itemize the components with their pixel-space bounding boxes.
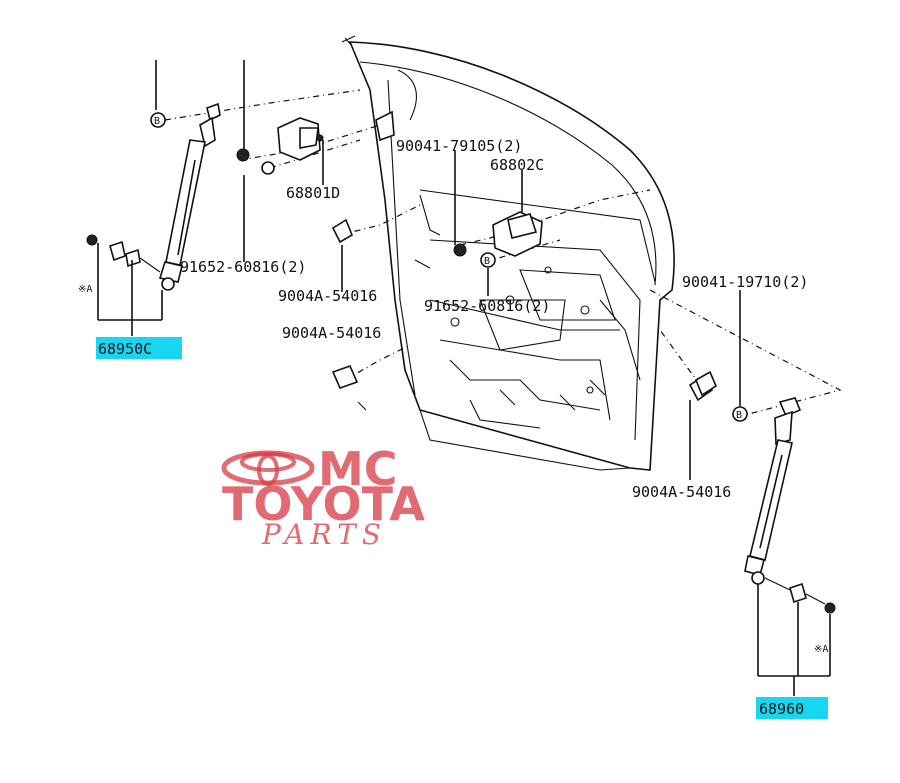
ref-b-center: B bbox=[484, 256, 490, 267]
watermark-mc: MC bbox=[318, 442, 398, 496]
ref-b-right: B bbox=[736, 410, 742, 421]
label-68950c: 68950C bbox=[98, 340, 152, 358]
label-68960: 68960 bbox=[759, 700, 804, 718]
ref-markers: B B B ※A ※A bbox=[78, 112, 828, 655]
watermark-parts: PARTS bbox=[261, 518, 387, 551]
ref-a-right: ※A bbox=[814, 644, 828, 655]
label-9004a-54016-right: 9004A-54016 bbox=[632, 483, 731, 501]
right-cushion bbox=[688, 370, 718, 480]
highlight-68960 bbox=[756, 697, 828, 719]
label-90041-19710: 90041-19710(2) bbox=[682, 273, 808, 291]
watermark-toyota: TOYOTA bbox=[222, 477, 425, 531]
label-68801d: 68801D bbox=[286, 184, 340, 202]
ref-b-left: B bbox=[154, 116, 160, 127]
left-cushions bbox=[331, 110, 395, 411]
highlight-68950c bbox=[96, 337, 182, 359]
part-labels: 90041-79105(2) 68802C 68801D 91652-60816… bbox=[96, 137, 828, 719]
right-strut bbox=[744, 397, 802, 585]
ref-a-left: ※A bbox=[78, 284, 92, 295]
label-9004a-54016-lower: 9004A-54016 bbox=[282, 324, 381, 342]
label-9004a-54016-upper: 9004A-54016 bbox=[278, 287, 377, 305]
toyota-logo-icon bbox=[221, 450, 315, 486]
label-90041-79105: 90041-79105(2) bbox=[396, 137, 522, 155]
watermark: MC TOYOTA PARTS bbox=[221, 442, 425, 551]
right-strut-bolts bbox=[757, 577, 836, 696]
left-hinge bbox=[155, 60, 324, 262]
label-68802c: 68802C bbox=[490, 156, 544, 174]
label-91652-60816-left: 91652-60816(2) bbox=[180, 258, 306, 276]
left-strut-bolts bbox=[86, 234, 163, 336]
left-strut bbox=[158, 102, 221, 291]
right-hinge bbox=[414, 150, 543, 296]
label-91652-60816-center: 91652-60816(2) bbox=[424, 297, 550, 315]
